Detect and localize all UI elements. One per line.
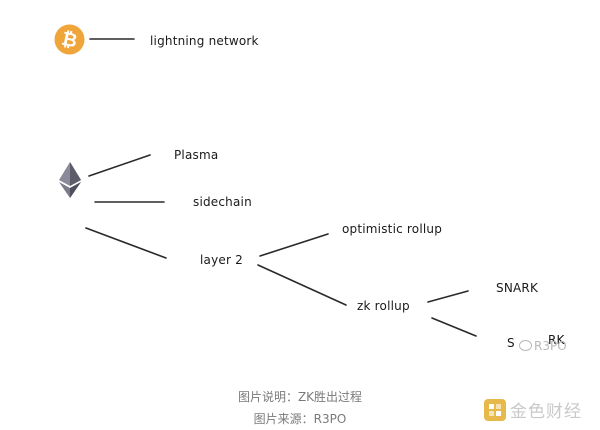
r3po-watermark: R3PO bbox=[519, 339, 567, 353]
caption-source: 图片来源：R3PO bbox=[253, 412, 347, 426]
caption-description: 图片说明：ZK胜出过程 bbox=[237, 390, 363, 404]
ethereum-icon bbox=[59, 162, 81, 198]
brand-watermark: 金色财经 bbox=[484, 397, 582, 422]
node-plasma: Plasma bbox=[174, 148, 219, 162]
connector-layer2-optimistic bbox=[259, 233, 329, 257]
connector-zk-snark bbox=[427, 290, 469, 303]
connector-layer2-zk bbox=[257, 264, 347, 306]
r3po-watermark-text: R3PO bbox=[534, 339, 567, 353]
svg-text:₿: ₿ bbox=[60, 28, 80, 53]
node-zk-rollup: zk rollup bbox=[357, 299, 410, 313]
node-snark: SNARK bbox=[496, 281, 539, 295]
brand-watermark-text: 金色财经 bbox=[510, 402, 582, 422]
connector-eth-layer2 bbox=[85, 227, 167, 259]
node-stark-tail: RK bbox=[548, 333, 565, 347]
node-optimistic-rollup: optimistic rollup bbox=[342, 222, 443, 236]
wechat-icon bbox=[519, 340, 532, 351]
connector-zk-stark bbox=[431, 317, 477, 337]
node-lightning-network: lightning network bbox=[150, 34, 259, 48]
brand-logo-icon bbox=[484, 398, 506, 421]
connector-eth-plasma bbox=[88, 154, 151, 177]
node-sidechain: sidechain bbox=[193, 195, 252, 209]
node-layer-2: layer 2 bbox=[200, 253, 243, 267]
node-stark-partial: S bbox=[507, 336, 515, 350]
bitcoin-icon: ₿ bbox=[54, 24, 85, 55]
